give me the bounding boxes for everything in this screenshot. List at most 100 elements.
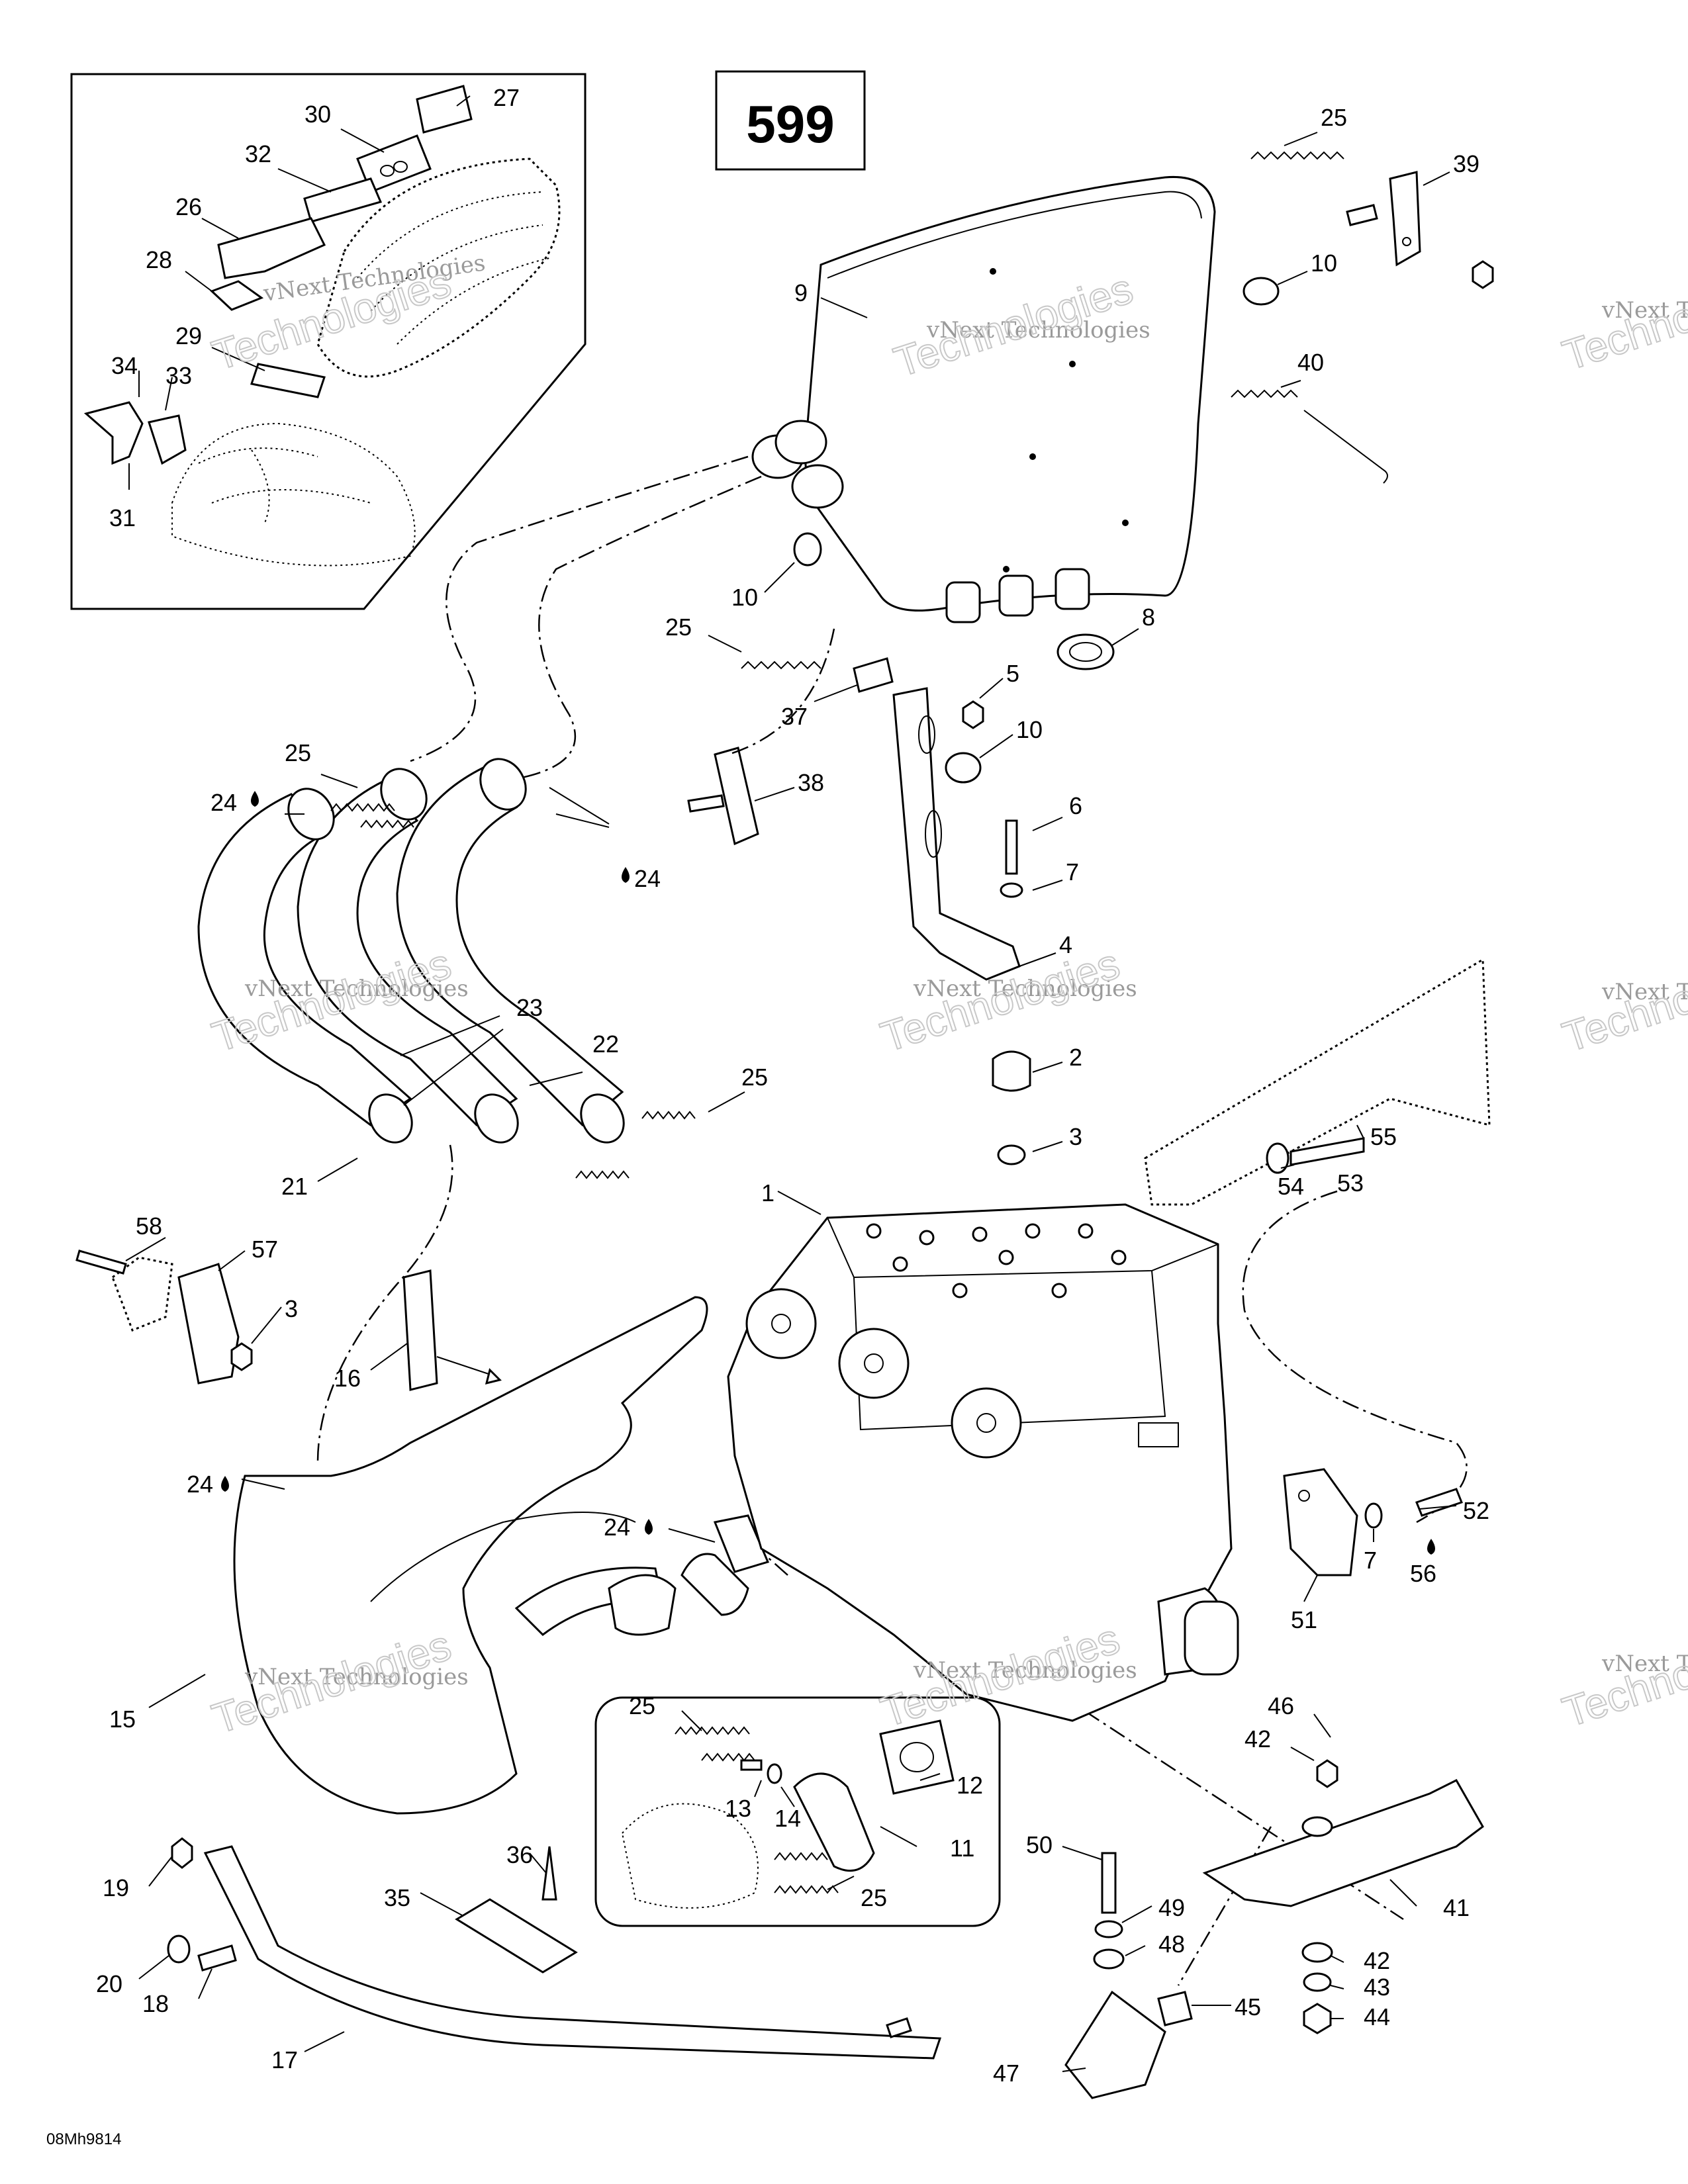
nut-19 <box>171 1837 193 1869</box>
spring-40 <box>1231 389 1298 398</box>
engine <box>727 1203 1239 1722</box>
callout-11: 11 <box>950 1835 974 1862</box>
callout-43: 43 <box>1364 1974 1390 2001</box>
spring-25-upper <box>330 803 395 812</box>
decal-28 <box>210 280 264 311</box>
pipe-21 <box>197 793 412 1126</box>
callout-16: 16 <box>334 1365 361 1392</box>
callout-40: 40 <box>1297 349 1324 376</box>
callout-42: 42 <box>1244 1725 1271 1752</box>
drawing-code: 08Mh9814 <box>46 2130 121 2148</box>
callout-48: 48 <box>1158 1931 1185 1958</box>
washer-48 <box>1093 1948 1125 1970</box>
carb-1 <box>745 1288 817 1359</box>
callout-10: 10 <box>731 584 758 611</box>
socket-11 <box>793 1772 875 1872</box>
spring-25-mid <box>741 660 821 670</box>
bolt-52 <box>1415 1488 1463 1517</box>
callout-25: 25 <box>741 1064 768 1091</box>
rivet-36 <box>541 1846 557 1901</box>
callout-38: 38 <box>798 769 824 796</box>
callout-35: 35 <box>384 1884 410 1911</box>
callout-28: 28 <box>146 246 172 273</box>
callout-39: 39 <box>1453 150 1479 177</box>
callout-17: 17 <box>271 2046 298 2073</box>
bracket-38 <box>714 747 759 846</box>
frame-rail <box>1064 958 1491 2099</box>
decal-32 <box>303 177 383 223</box>
callout-58: 58 <box>136 1212 162 1240</box>
callout-10: 10 <box>1016 716 1043 743</box>
callout-7: 7 <box>1364 1547 1377 1574</box>
drop-icon <box>221 1476 229 1492</box>
heat-shield-16 <box>402 1269 438 1391</box>
callout-57: 57 <box>252 1236 278 1263</box>
tuned-pipe-15 <box>233 1296 708 1815</box>
callout-1: 1 <box>761 1179 774 1206</box>
callout-26: 26 <box>175 193 202 220</box>
callout-20: 20 <box>96 1970 122 1997</box>
callout-25: 25 <box>629 1692 655 1719</box>
washer-7 <box>1000 882 1023 898</box>
watermark-text: vNext Technologies <box>1601 979 1688 1005</box>
decal-26 <box>217 217 326 279</box>
callout-25: 25 <box>861 1884 887 1911</box>
decal-29 <box>250 363 326 398</box>
grommet-8 <box>1056 633 1115 670</box>
exhaust-socket <box>608 1514 770 1636</box>
support-strap <box>167 1837 942 2060</box>
muffler-hardware <box>793 151 1494 670</box>
callout-7: 7 <box>1066 858 1079 886</box>
grommet-10-mid <box>793 532 822 567</box>
callout-12: 12 <box>957 1772 983 1799</box>
callout-21: 21 <box>281 1173 308 1200</box>
decal-33 <box>148 414 187 465</box>
spacer-53 <box>1266 1142 1289 1174</box>
drop-icon <box>1427 1539 1435 1555</box>
callout-50: 50 <box>1026 1831 1053 1858</box>
callout-49: 49 <box>1158 1894 1185 1921</box>
callout-55: 55 <box>1370 1123 1397 1150</box>
callout-34: 34 <box>111 352 138 379</box>
callout-37: 37 <box>781 703 808 730</box>
bracket-57 <box>177 1263 240 1385</box>
decal-34 <box>83 401 144 465</box>
page-number: 599 <box>746 95 834 154</box>
watermark-text: Technologies <box>1557 939 1688 1061</box>
callout-44: 44 <box>1364 2003 1390 2030</box>
callout-25: 25 <box>1321 104 1347 131</box>
callout-labels: 27 30 32 26 28 29 34 33 31 25 39 10 9 40… <box>96 84 1489 2087</box>
callout-15: 15 <box>109 1706 136 1733</box>
callout-5: 5 <box>1006 660 1019 687</box>
callout-24: 24 <box>187 1471 213 1498</box>
callout-33: 33 <box>165 362 192 389</box>
exhaust-pipes <box>197 758 696 1179</box>
inset-body-panel <box>70 73 586 610</box>
carb-2 <box>838 1328 910 1399</box>
callout-51: 51 <box>1291 1606 1317 1633</box>
callout-19: 19 <box>103 1874 129 1901</box>
callout-23: 23 <box>516 994 543 1021</box>
spring-25-lower <box>641 1111 696 1120</box>
spring-25-top <box>1250 151 1344 160</box>
callout-24: 24 <box>634 865 661 892</box>
watermark-text: vNext Technologies <box>244 976 469 1002</box>
callout-41: 41 <box>1443 1894 1470 1921</box>
callout-6: 6 <box>1069 792 1082 819</box>
bolt-55 <box>1289 1137 1365 1166</box>
callout-10: 10 <box>1311 250 1337 277</box>
callout-18: 18 <box>142 1990 169 2017</box>
left-brackets <box>75 1250 253 1385</box>
decal-27 <box>416 85 473 134</box>
bracket-37 <box>853 657 894 693</box>
callout-3: 3 <box>1069 1123 1082 1150</box>
washer-42 <box>1301 1816 1333 1837</box>
nut-44 <box>1303 2003 1332 2034</box>
grommet-10-top <box>1243 277 1280 306</box>
callout-14: 14 <box>774 1805 801 1832</box>
muffler <box>751 175 1216 623</box>
callout-36: 36 <box>506 1841 533 1868</box>
callout-25: 25 <box>665 614 692 641</box>
washer-42b <box>1301 1942 1333 1963</box>
callout-25: 25 <box>285 739 311 766</box>
